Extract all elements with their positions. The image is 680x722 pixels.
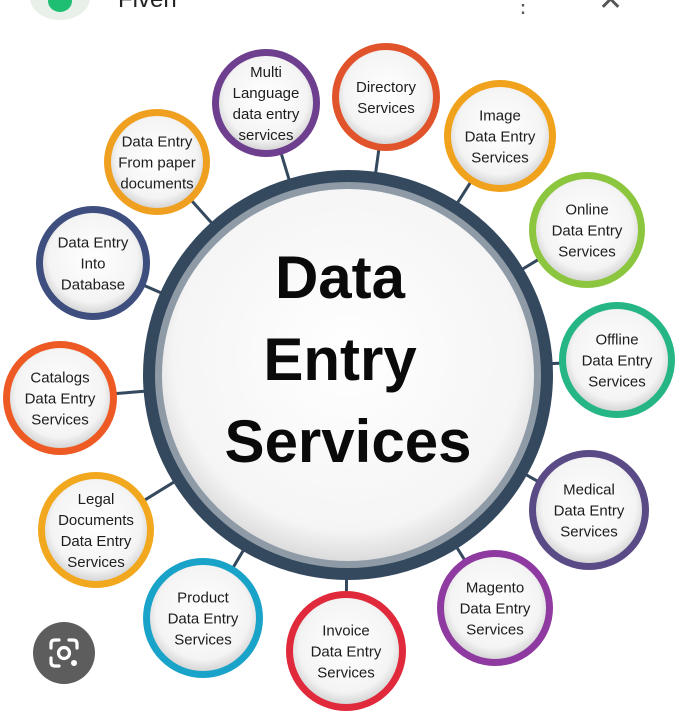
service-label-line: Catalogs — [30, 369, 89, 386]
service-label-line: Data Entry — [168, 610, 239, 627]
service-bubble-face — [451, 87, 549, 185]
service-label-line: Invoice — [322, 622, 370, 639]
service-label-line: Data Entry — [460, 600, 531, 617]
connector-line — [454, 180, 473, 207]
service-label-line: Data Entry — [61, 533, 132, 550]
service-label-line: Services — [471, 149, 529, 166]
google-lens-icon — [49, 638, 79, 668]
service-label-line: Services — [31, 411, 89, 428]
service-label-line: Magento — [466, 579, 524, 596]
service-label-line: Into — [80, 255, 105, 272]
service-label-line: Data Entry — [311, 643, 382, 660]
service-bubble-face — [536, 179, 638, 281]
service-bubble-face — [566, 309, 668, 411]
service-label-line: Services — [357, 100, 415, 117]
service-bubble-face — [45, 479, 147, 581]
connector-line — [114, 389, 148, 396]
service-label-line: Documents — [58, 512, 134, 529]
service-label-line: documents — [120, 175, 193, 192]
center-title-line-1: Data — [275, 244, 406, 311]
service-label-line: Image — [479, 107, 521, 124]
service-label-line: Data Entry — [122, 133, 193, 150]
service-label-line: Data Entry — [25, 390, 96, 407]
service-label-line: Product — [177, 589, 230, 606]
service-bubble-face — [111, 116, 203, 208]
service-label-line: Directory — [356, 79, 417, 96]
service-bubble-face — [444, 557, 546, 659]
connector-line — [189, 198, 215, 227]
service-bubble-face — [536, 457, 642, 563]
service-label-line: data entry — [233, 106, 300, 123]
service-label-line: services — [238, 127, 293, 144]
google-lens-button[interactable] — [33, 622, 95, 684]
center-circle: Data Entry Services — [143, 170, 553, 580]
center-title-line-3: Services — [225, 408, 472, 475]
service-bubble-face — [43, 213, 143, 313]
service-bubble-face — [10, 348, 110, 448]
connector-line — [373, 148, 381, 177]
service-label-line: Services — [466, 621, 524, 638]
top-bar: Fiverr ⋮ ✕ — [0, 0, 680, 40]
service-label-line: Multi — [250, 64, 282, 81]
connector-line — [142, 479, 178, 502]
service-label-line: Services — [67, 554, 125, 571]
service-label-line: Language — [233, 85, 300, 102]
service-label-line: Data Entry — [554, 502, 625, 519]
app-logo-icon[interactable] — [30, 0, 90, 20]
service-label-line: Data Entry — [582, 352, 653, 369]
service-label-line: Services — [558, 243, 616, 260]
service-label-line: Data Entry — [552, 222, 623, 239]
service-label-line: Online — [565, 201, 608, 218]
service-label-line: Medical — [563, 481, 615, 498]
connector-line — [279, 152, 292, 183]
service-label-line: Data Entry — [58, 234, 129, 251]
service-bubble-face — [219, 56, 313, 150]
service-bubble-face — [293, 598, 399, 704]
service-label-line: From paper — [118, 154, 196, 171]
service-label-line: Services — [317, 664, 375, 681]
app-title: Fiverr — [118, 0, 179, 14]
service-bubble-face — [150, 565, 256, 671]
center-title-line-2: Entry — [263, 326, 417, 393]
service-label-line: Database — [61, 276, 125, 293]
close-icon[interactable]: ✕ — [598, 0, 624, 17]
service-label-line: Services — [560, 523, 618, 540]
service-label-line: Data Entry — [465, 128, 536, 145]
service-label-line: Services — [588, 373, 646, 390]
service-label-line: Legal — [78, 491, 115, 508]
more-vert-icon[interactable]: ⋮ — [512, 0, 536, 17]
service-label-line: Offline — [595, 331, 638, 348]
service-bubble-face — [339, 50, 433, 144]
service-label-line: Services — [174, 631, 232, 648]
